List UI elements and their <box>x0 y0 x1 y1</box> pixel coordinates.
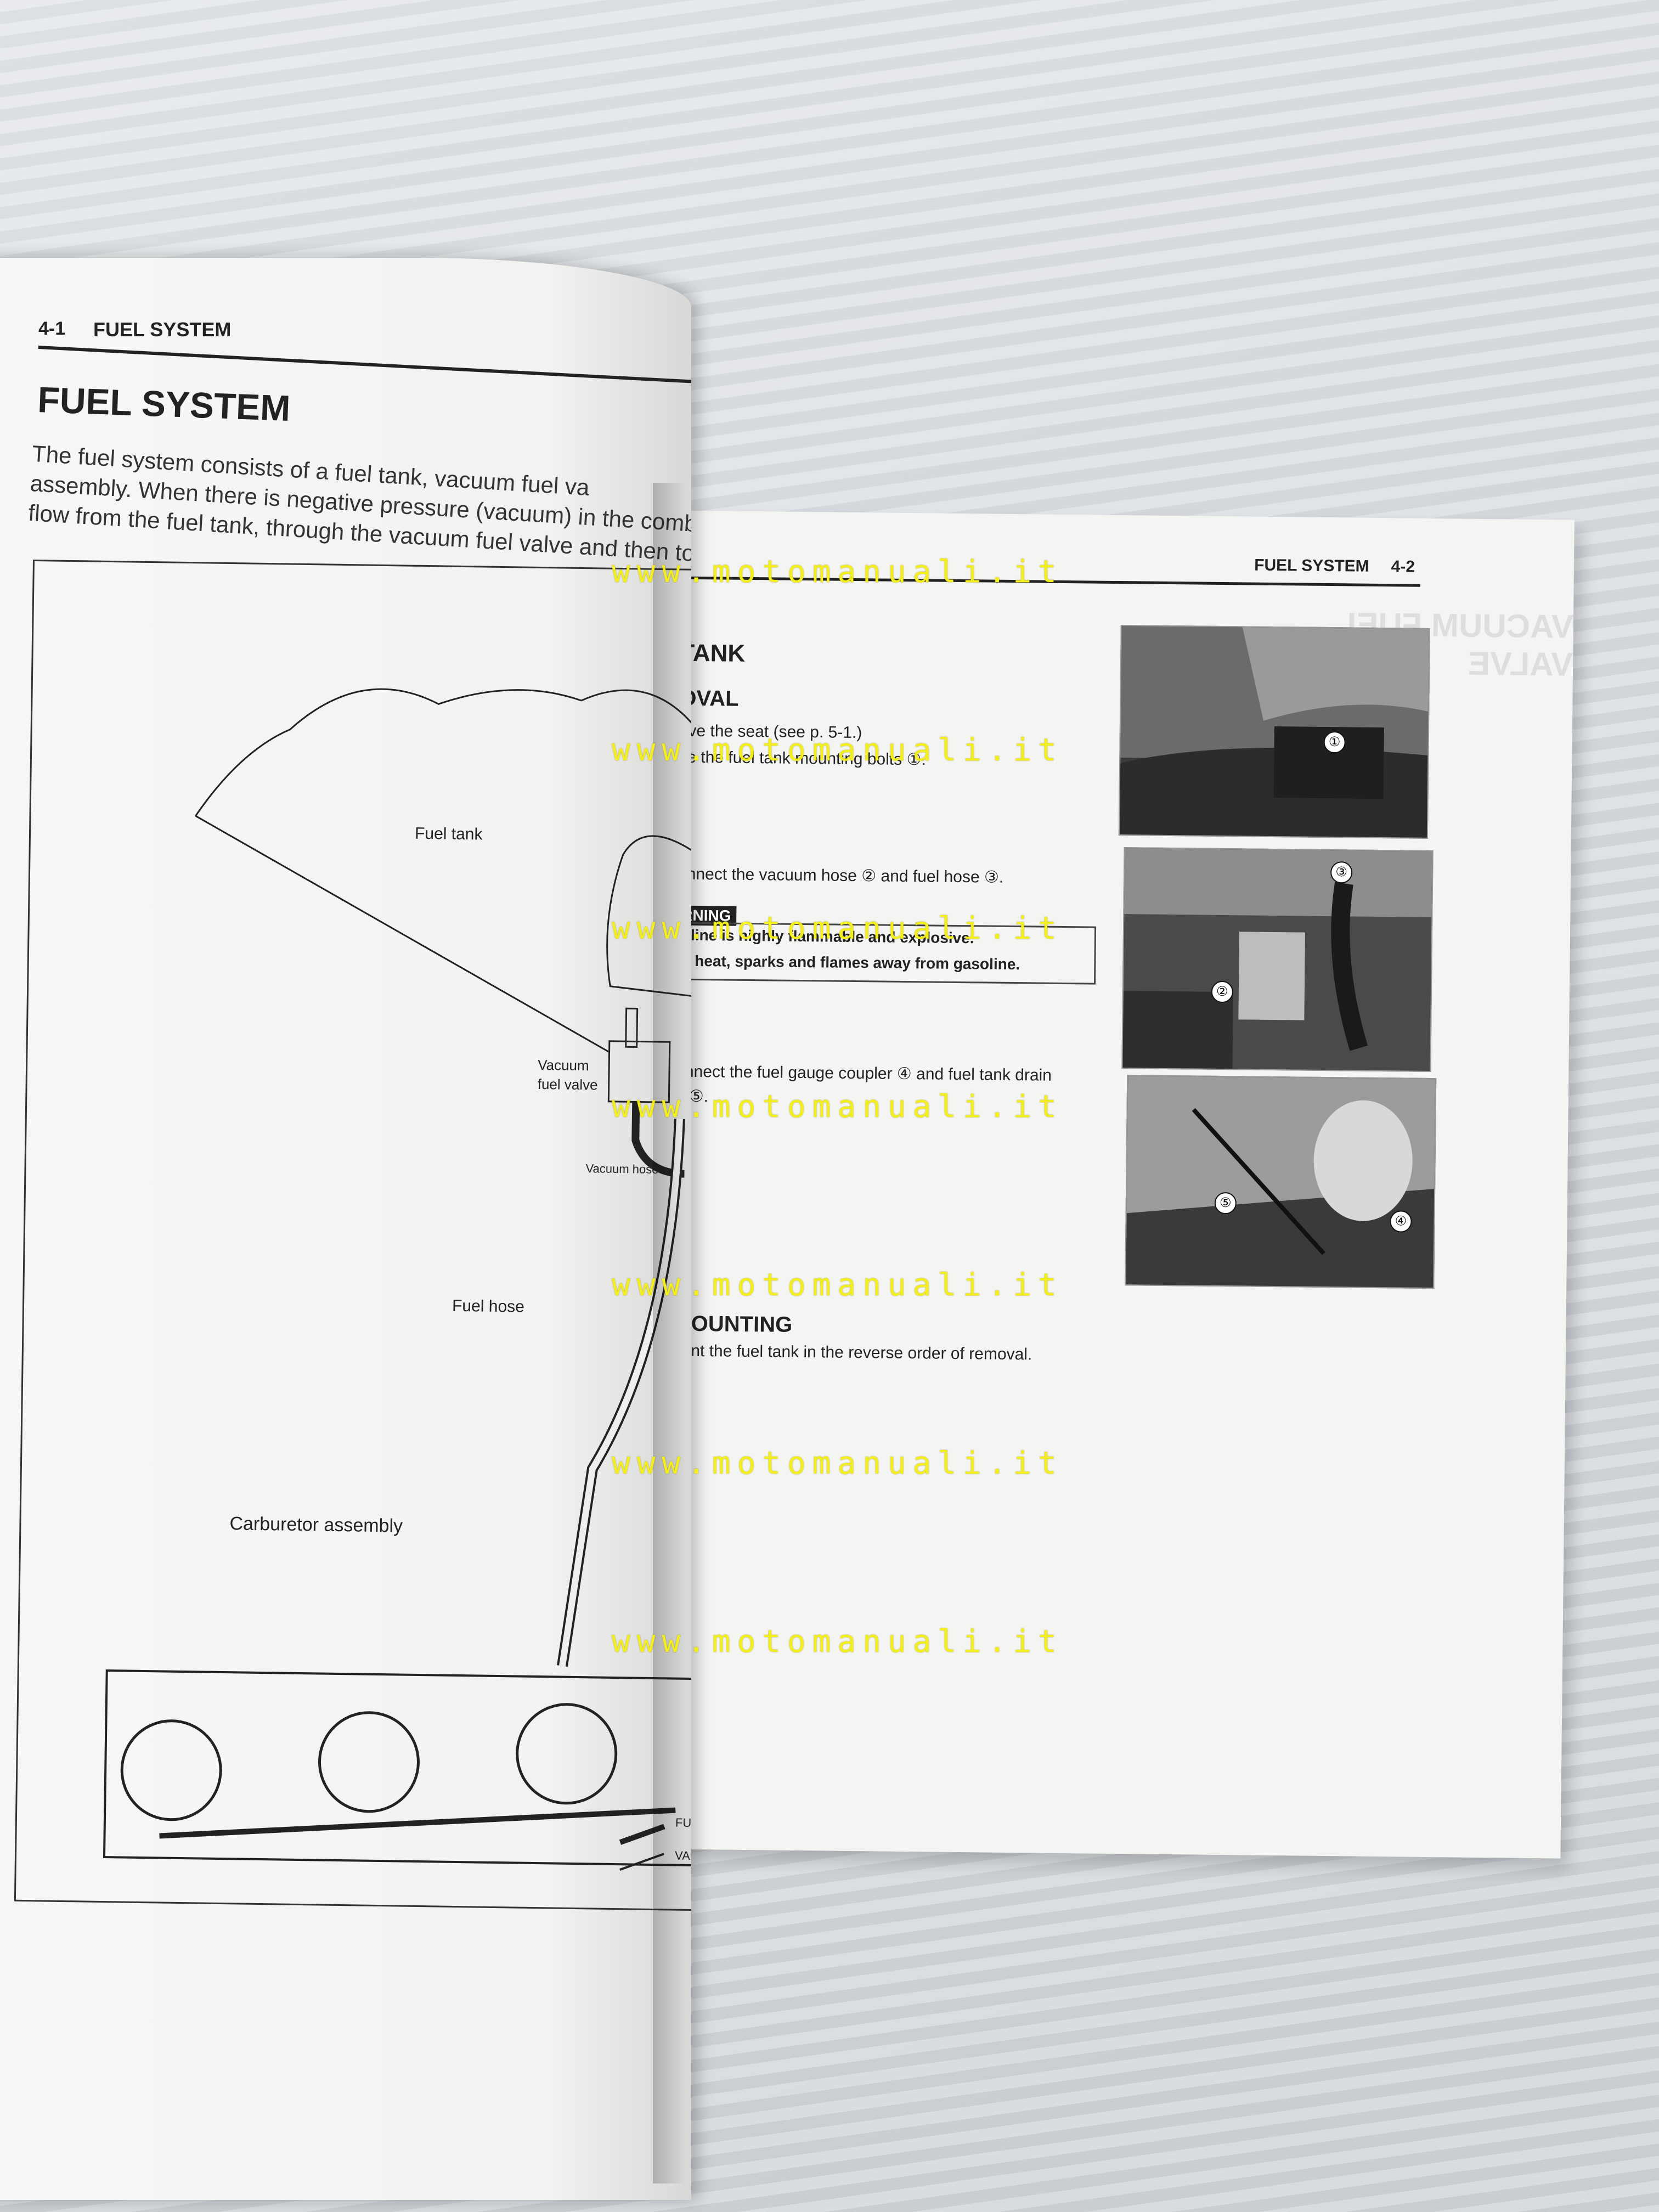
fuel-system-diagram: Fuel tank Vacuum fuel valve Vacuum hose … <box>14 560 691 1911</box>
watermark-6: www.motomanuali.it <box>612 1446 1063 1481</box>
label-fuel-tank: Fuel tank <box>414 824 483 844</box>
label-vacuum-1: Vacuum <box>538 1056 589 1074</box>
left-page-number: 4-1 <box>38 318 66 339</box>
watermark-2: www.motomanuali.it <box>612 732 1063 768</box>
left-page: 4-1 FUEL SYSTEM FUEL SYSTEM The fuel sys… <box>0 258 691 2200</box>
right-page-number: 4-2 <box>1391 557 1415 576</box>
label-vacuum-hose: Vacuum hose <box>585 1161 659 1177</box>
callout-1: ① <box>1323 731 1346 754</box>
remount-text: ount the fuel tank in the reverse order … <box>672 1341 1032 1364</box>
diagram-lines <box>103 688 691 1871</box>
photo-mounting-bolts: ① <box>1118 625 1430 839</box>
label-carburetor-assembly: Carburetor assembly <box>229 1513 403 1537</box>
page-title: FUEL SYSTEM <box>37 379 291 429</box>
left-running-head: FUEL SYSTEM <box>93 318 232 341</box>
callout-2: ② <box>1211 980 1234 1003</box>
photo-coupler-drain-image <box>1126 1076 1436 1288</box>
photo-coupler-drain: ⑤ ④ <box>1125 1075 1437 1289</box>
step-3: onnect the vacuum hose ② and fuel hose ③… <box>677 865 1004 887</box>
label-fuel-hose: Fuel hose <box>452 1296 525 1316</box>
label-vacuum-2: fuel valve <box>537 1075 598 1093</box>
photo-hoses: ③ ② <box>1121 847 1434 1073</box>
photo-hoses-image <box>1122 848 1432 1071</box>
photo-mounting-bolts-image <box>1119 626 1429 838</box>
watermark-4: www.motomanuali.it <box>612 1089 1063 1125</box>
watermark-5: www.motomanuali.it <box>612 1267 1063 1303</box>
left-header-rule <box>38 346 691 387</box>
callout-3: ③ <box>1330 861 1353 884</box>
watermark-7: www.motomanuali.it <box>612 1624 1063 1660</box>
watermark-3: www.motomanuali.it <box>612 911 1063 946</box>
spine-shadow <box>653 483 686 2183</box>
callout-5: ⑤ <box>1214 1192 1237 1215</box>
right-page-header: FUEL SYSTEM 4-2 <box>1254 556 1415 577</box>
step-4: onnect the fuel gauge coupler ④ and fuel… <box>675 1062 1052 1085</box>
right-running-head: FUEL SYSTEM <box>1254 556 1369 575</box>
warning-line-2: p heat, sparks and flames away from gaso… <box>681 952 1020 973</box>
callout-4: ④ <box>1390 1210 1412 1233</box>
watermark-1: www.motomanuali.it <box>612 554 1063 590</box>
